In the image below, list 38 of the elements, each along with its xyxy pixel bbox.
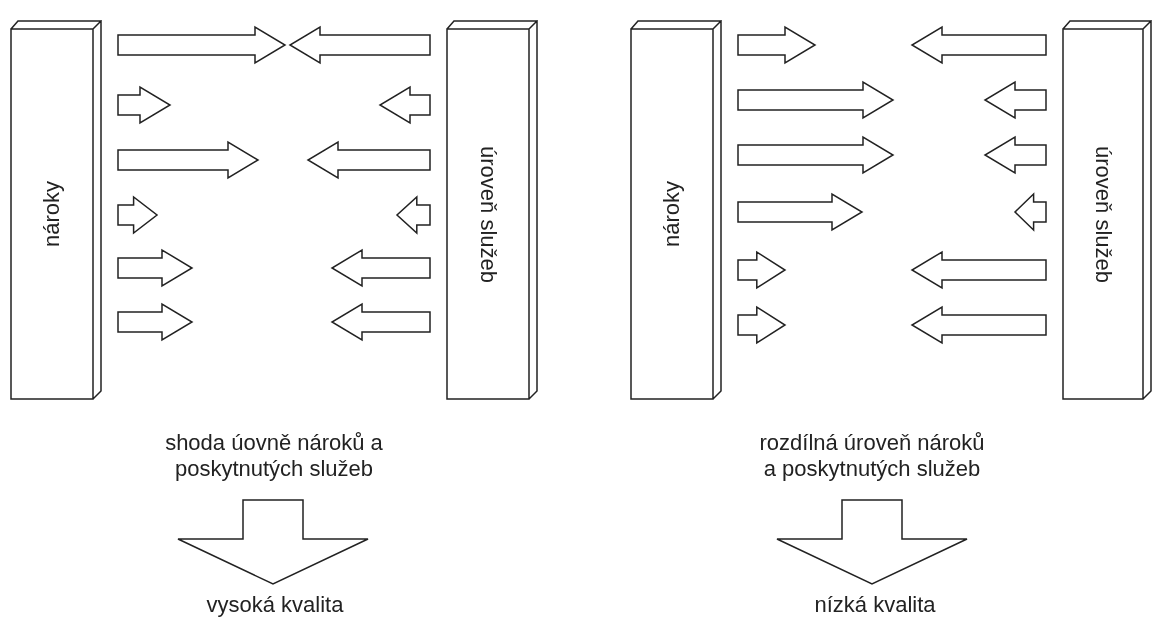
bar [446,20,538,400]
bar [1062,20,1152,400]
block-arrow [737,25,817,65]
block-arrow [117,248,194,288]
block-arrow [910,25,1047,65]
block-arrow [737,135,895,175]
block-arrow [117,140,260,180]
block-arrow [737,80,895,120]
block-arrow [306,140,431,180]
bar-label: nároky [659,180,685,247]
block-arrow [117,25,287,65]
block-arrow [910,305,1047,345]
block-arrow [330,248,431,288]
caption-text: rozdílná úroveň nároků a poskytnutých služeb [754,430,990,486]
bar-label: úroveň služeb [1090,145,1116,283]
block-arrow [395,195,431,235]
caption-text: shoda úovně nároků a poskytnutých služeb [160,430,388,486]
block-arrow [776,499,968,585]
bar [10,20,102,400]
result-text: nízká kvalita [750,592,1000,622]
bar-label: nároky [39,180,65,247]
block-arrow [983,80,1047,120]
bar-label: úroveň služeb [475,145,501,283]
block-arrow [737,192,864,232]
block-arrow [177,499,369,585]
block-arrow [1013,192,1047,232]
block-arrow [737,305,787,345]
block-arrow [117,302,194,342]
block-arrow [330,302,431,342]
block-arrow [378,85,431,125]
bar [630,20,722,400]
block-arrow [117,85,172,125]
block-arrow [983,135,1047,175]
block-arrow [288,25,431,65]
block-arrow [117,195,159,235]
block-arrow [737,250,787,290]
result-text: vysoká kvalita [150,592,400,622]
block-arrow [910,250,1047,290]
